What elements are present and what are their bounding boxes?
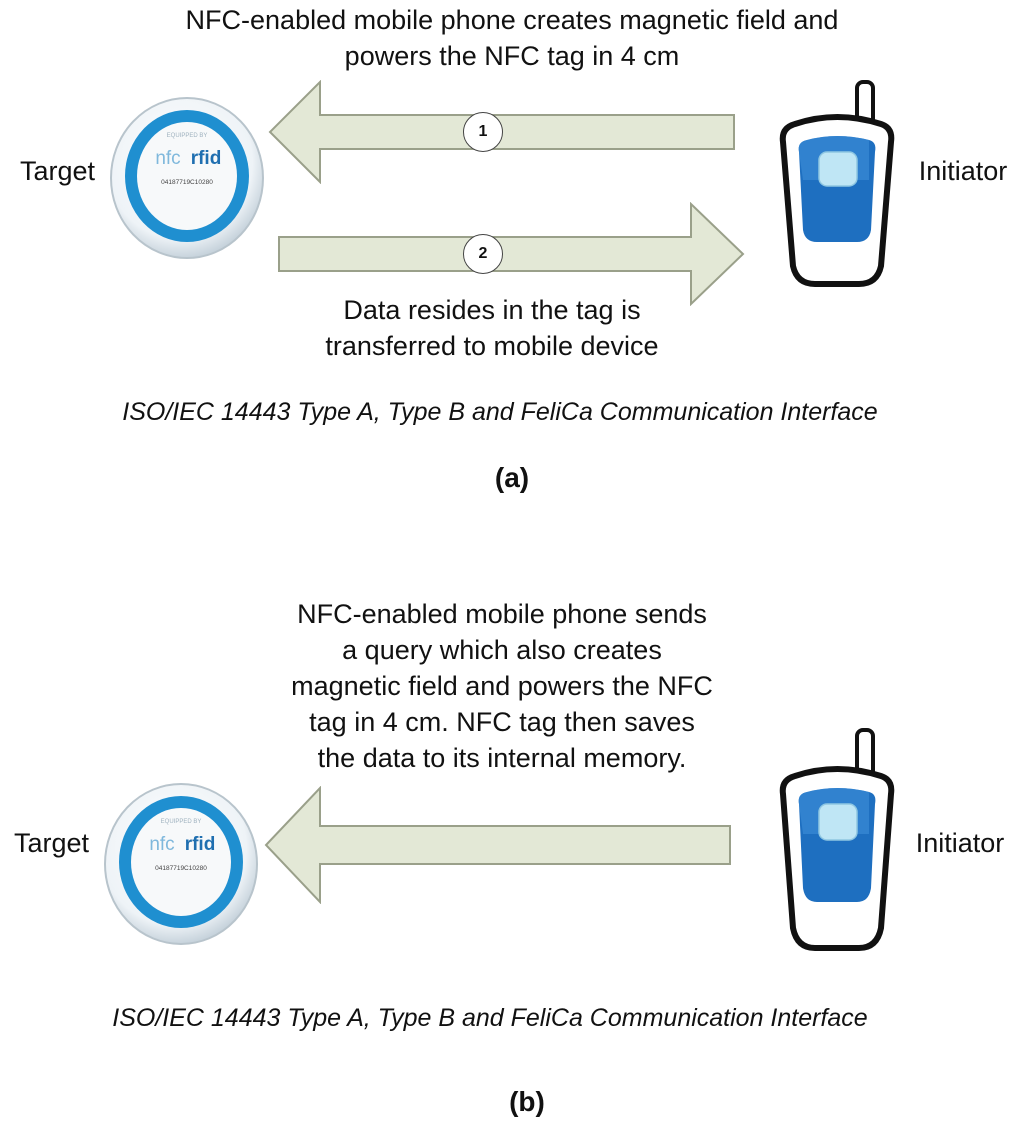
panel-b: NFC-enabled mobile phone sends a query w… bbox=[0, 560, 1024, 1127]
tag-brand-rfid: rfid bbox=[185, 834, 216, 855]
tag-serial: 04187719C10280 bbox=[161, 179, 213, 186]
tag-small-text: EQUIPPED BY bbox=[161, 819, 202, 825]
tag-brand-nfc: nfc bbox=[155, 148, 180, 169]
panel-b-interface: ISO/IEC 14443 Type A, Type B and FeliCa … bbox=[112, 1004, 868, 1032]
panel-a-target-label: Target bbox=[19, 156, 96, 186]
nfc-tag-image: EQUIPPED BY nfc rfid 04187719C10280 bbox=[110, 97, 264, 259]
tag-brand-nfc: nfc bbox=[149, 834, 174, 855]
panel-a-top-caption: NFC-enabled mobile phone creates magneti… bbox=[185, 5, 839, 71]
panel-a-initiator-label: Initiator bbox=[918, 156, 1008, 186]
mobile-phone-image bbox=[779, 80, 895, 287]
tag-brand-rfid: rfid bbox=[191, 148, 222, 169]
panel-a-bottom-caption: Data resides in the tag is transferred t… bbox=[325, 295, 659, 361]
panel-a-sublabel: (a) bbox=[494, 462, 530, 493]
step-1-badge: 1 bbox=[463, 112, 503, 152]
panel-a: NFC-enabled mobile phone creates magneti… bbox=[0, 0, 1024, 520]
mobile-phone-image bbox=[779, 728, 895, 951]
arrow-power-left bbox=[268, 80, 735, 184]
nfc-tag-image: EQUIPPED BY nfc rfid 04187719C10280 bbox=[104, 783, 258, 945]
arrow-data-right bbox=[278, 202, 745, 306]
panel-b-target-label: Target bbox=[13, 828, 90, 858]
panel-a-interface: ISO/IEC 14443 Type A, Type B and FeliCa … bbox=[122, 398, 878, 426]
step-2-badge: 2 bbox=[463, 234, 503, 274]
arrow-query-left bbox=[264, 786, 731, 904]
panel-b-sublabel: (b) bbox=[509, 1086, 545, 1117]
panel-b-initiator-label: Initiator bbox=[915, 828, 1005, 858]
tag-serial: 04187719C10280 bbox=[155, 865, 207, 872]
tag-small-text: EQUIPPED BY bbox=[167, 133, 208, 139]
panel-b-caption: NFC-enabled mobile phone sends a query w… bbox=[291, 599, 713, 773]
